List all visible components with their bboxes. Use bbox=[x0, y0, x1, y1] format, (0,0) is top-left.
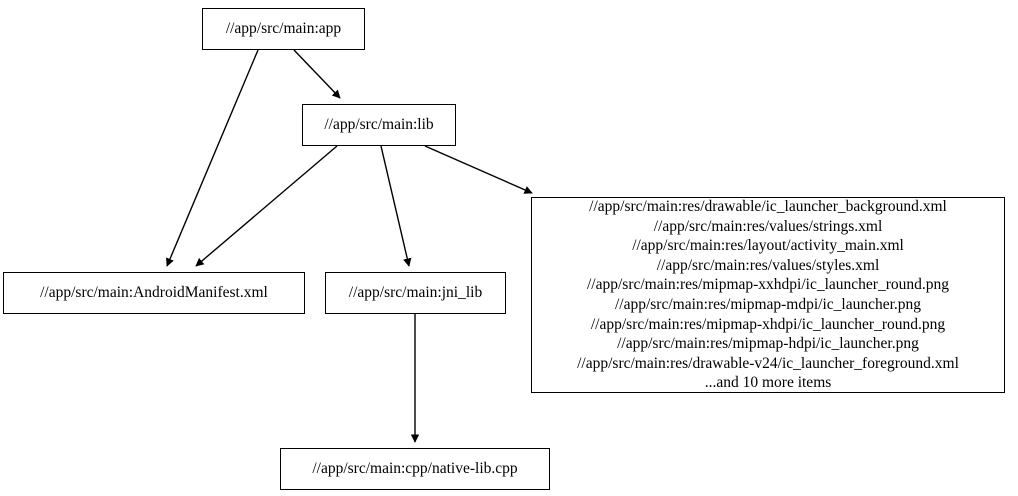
graph-node-app[interactable]: //app/src/main:app bbox=[202, 8, 365, 50]
edge-lib-to-manifest bbox=[195, 145, 338, 267]
graph-node-lib-label: //app/src/main:lib bbox=[324, 116, 434, 134]
graph-node-app-label: //app/src/main:app bbox=[225, 20, 342, 38]
graph-node-native-lib-cpp[interactable]: //app/src/main:cpp/native-lib.cpp bbox=[280, 448, 550, 490]
graph-node-jni-lib-label: //app/src/main:jni_lib bbox=[348, 284, 483, 302]
graph-node-lib[interactable]: //app/src/main:lib bbox=[302, 104, 456, 146]
edge-lib-to-resources bbox=[424, 145, 533, 194]
graph-node-android-manifest-label: //app/src/main:AndroidManifest.xml bbox=[40, 284, 268, 302]
edge-app-to-manifest bbox=[166, 49, 259, 267]
graph-node-jni-lib[interactable]: //app/src/main:jni_lib bbox=[325, 272, 506, 314]
graph-node-native-lib-cpp-label: //app/src/main:cpp/native-lib.cpp bbox=[312, 460, 518, 478]
edge-app-to-lib bbox=[293, 49, 341, 99]
graph-node-resources-label: //app/src/main:res/drawable/ic_launcher_… bbox=[577, 198, 959, 392]
graph-node-android-manifest[interactable]: //app/src/main:AndroidManifest.xml bbox=[3, 272, 305, 314]
graph-node-resources[interactable]: //app/src/main:res/drawable/ic_launcher_… bbox=[531, 197, 1005, 393]
edge-lib-to-jni-lib bbox=[380, 145, 412, 267]
